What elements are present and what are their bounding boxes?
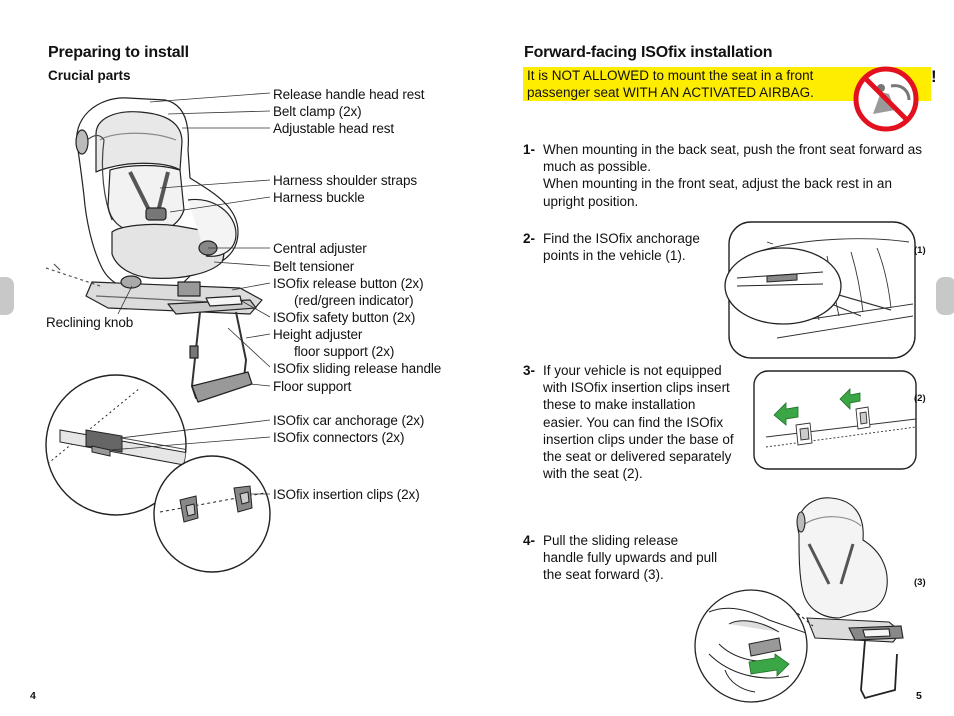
figure-1-tag: (1) (914, 245, 926, 256)
label-height-adjuster: Height adjuster (273, 327, 363, 342)
label-central-adjuster: Central adjuster (273, 241, 367, 256)
step-1-text: When mounting in the back seat, push the… (543, 141, 922, 210)
step-3-line: insertion clips under the base of (543, 431, 734, 447)
car-seat-illustration (45, 92, 271, 573)
figure-2-tag: (2) (914, 393, 926, 404)
right-side-tab (936, 277, 954, 315)
warning-exclamation: ! (931, 67, 937, 86)
left-page-subtitle: Crucial parts (48, 68, 131, 83)
step-4-line: the seat forward (3). (543, 567, 664, 583)
step-4-text: Pull the sliding release handle fully up… (543, 532, 717, 584)
step-3-line: the seat or delivered separately (543, 449, 732, 465)
step-4-line: handle fully upwards and pull (543, 550, 718, 566)
label-reclining-knob: Reclining knob (46, 315, 134, 330)
left-page-title: Preparing to install (48, 44, 189, 61)
anchorage-detail-circle (45, 374, 271, 516)
warning-line-1: It is NOT ALLOWED to mount the seat in a… (527, 68, 814, 83)
figure-1-anchorage-points (724, 221, 916, 359)
step-1-line: much as possible. (543, 159, 652, 175)
label-isofix-sliding-release-handle: ISOfix sliding release handle (273, 361, 442, 376)
left-page-number: 4 (30, 690, 36, 702)
warning-line-2: passenger seat WITH AN ACTIVATED AIRBAG. (527, 84, 814, 100)
label-isofix-connectors: ISOfix connectors (2x) (273, 430, 405, 445)
step-2-number: 2- (523, 231, 536, 246)
label-isofix-release-indicator: (red/green indicator) (294, 293, 414, 308)
right-page-number: 5 (916, 690, 922, 702)
label-isofix-car-anchorage: ISOfix car anchorage (2x) (273, 413, 425, 428)
step-3-line: these to make installation (543, 397, 696, 413)
label-belt-clamp: Belt clamp (2x) (273, 104, 362, 119)
step-2-text: Find the ISOfix anchorage points in the … (543, 230, 700, 264)
step-4-line: Pull the sliding release (543, 533, 679, 548)
label-isofix-insertion-clips: ISOfix insertion clips (2x) (273, 487, 420, 502)
label-release-handle-head-rest: Release handle head rest (273, 87, 425, 102)
green-arrow-icon (773, 402, 799, 426)
step-3-line: with ISOfix insertion clips insert (543, 380, 730, 396)
figure-3-sliding-release (694, 497, 904, 703)
label-isofix-safety-button: ISOfix safety button (2x) (273, 310, 416, 325)
no-airbag-prohibition-icon (853, 66, 919, 132)
label-harness-shoulder-straps: Harness shoulder straps (273, 173, 418, 188)
step-1-line: When mounting in the front seat, adjust … (543, 176, 892, 192)
label-adjustable-head-rest: Adjustable head rest (273, 121, 395, 136)
step-1-line: When mounting in the back seat, push the… (543, 142, 922, 157)
step-3-number: 3- (523, 363, 536, 378)
step-2-line: Find the ISOfix anchorage (543, 231, 700, 246)
label-harness-buckle: Harness buckle (273, 190, 365, 205)
left-side-tab (0, 277, 14, 315)
label-floor-support: Floor support (273, 379, 352, 394)
label-belt-tensioner: Belt tensioner (273, 259, 355, 274)
label-height-adjuster-sub: floor support (2x) (294, 344, 395, 359)
pull-arrow-icon (748, 653, 790, 677)
step-3-line: easier. You can find the ISOfix (543, 414, 724, 430)
step-1-line: upright position. (543, 193, 639, 209)
step-1-number: 1- (523, 142, 536, 157)
insertion-clips-detail-circle (153, 455, 271, 573)
figure-3-tag: (3) (914, 577, 926, 588)
figure-2-insertion-clips (753, 370, 917, 470)
label-isofix-release-button: ISOfix release button (2x) (273, 276, 424, 291)
green-arrow-icon (839, 388, 861, 410)
left-page: Preparing to install Crucial parts (0, 44, 442, 702)
step-2-line: points in the vehicle (1). (543, 248, 686, 264)
step-4-number: 4- (523, 533, 536, 548)
right-page: Forward-facing ISOfix installation It is… (477, 0, 954, 716)
step-3-text: If your vehicle is not equipped with ISO… (543, 362, 734, 482)
step-3-line: with the seat (2). (543, 466, 643, 482)
right-page-title: Forward-facing ISOfix installation (524, 44, 773, 61)
warning-text: It is NOT ALLOWED to mount the seat in a… (527, 68, 827, 101)
step-3-line: If your vehicle is not equipped (543, 363, 722, 378)
